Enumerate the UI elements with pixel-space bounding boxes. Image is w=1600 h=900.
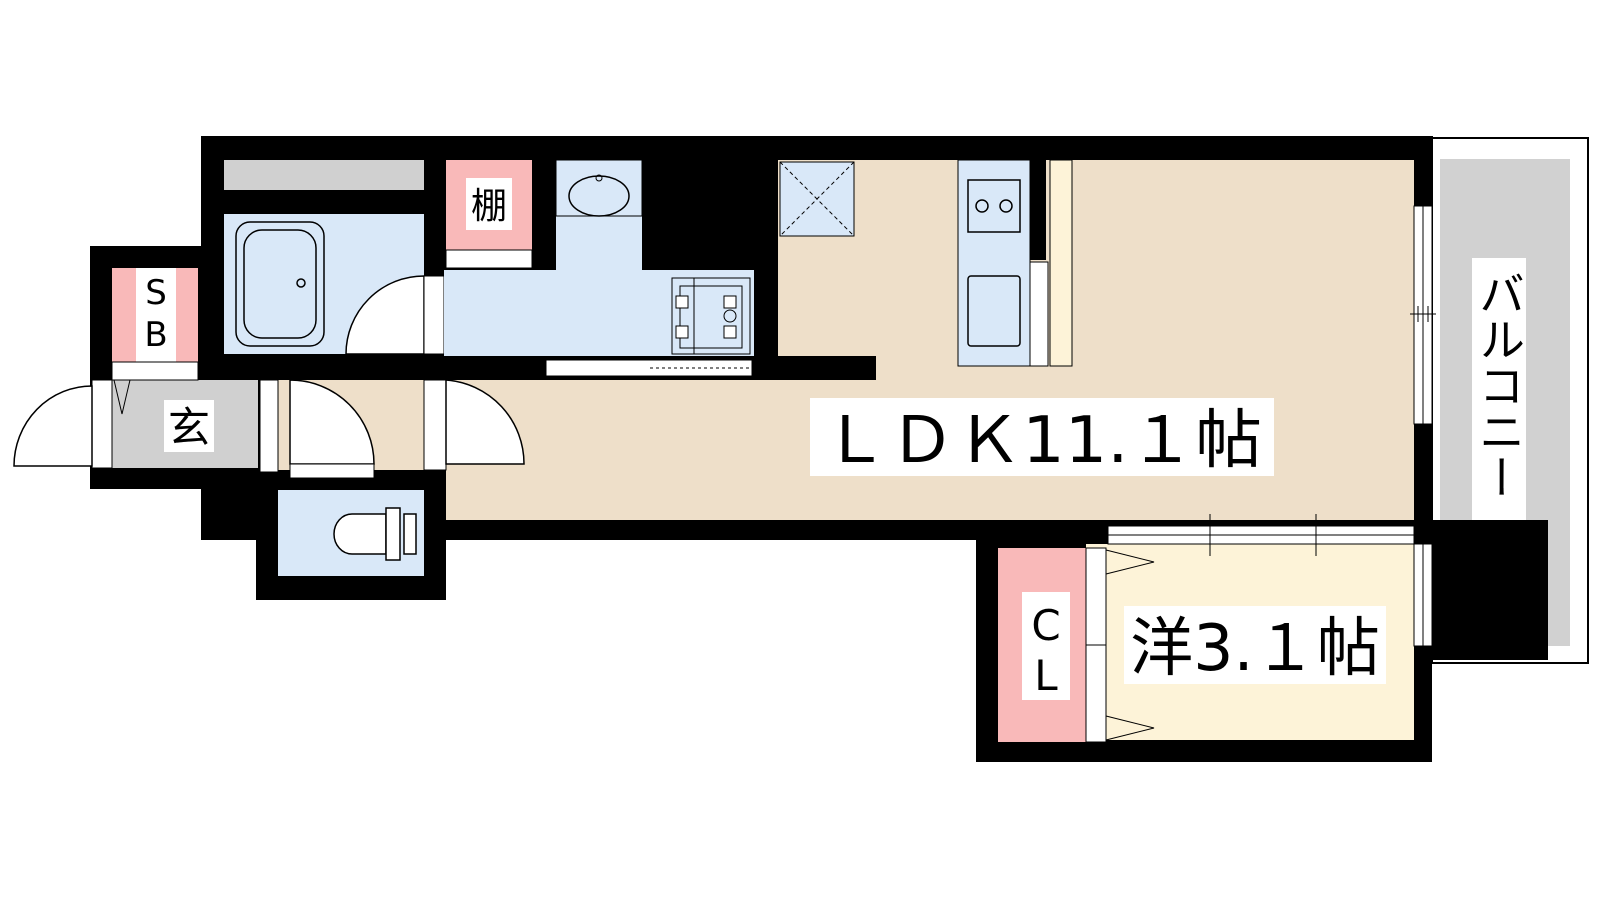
toilet	[333, 513, 387, 555]
toilet-room	[278, 490, 424, 576]
ldk-window	[1410, 205, 1436, 425]
closet-label-bg	[1022, 592, 1070, 700]
counter-edge	[1029, 261, 1049, 367]
ldk-label-bg	[810, 398, 1274, 476]
entrance: 玄	[13, 379, 258, 469]
kitchen-counter	[957, 159, 1031, 367]
ldk-room: ＬＤＫ11.１帖	[278, 159, 1414, 520]
bath-door-swing	[345, 275, 425, 355]
kitchen-wall-stub	[1030, 160, 1046, 260]
kitchen-sink	[967, 275, 1021, 347]
balcony-label-bg	[1472, 258, 1526, 536]
partition-door-track	[545, 359, 753, 377]
entrance-label: 玄	[168, 403, 210, 452]
closet-label-top: C	[1031, 601, 1060, 650]
western-label-bg	[1124, 606, 1386, 684]
washing-machine	[671, 277, 751, 355]
shoebox-label-bg	[136, 268, 176, 362]
shelf-area: 棚	[445, 160, 533, 269]
washroom-floor-upper	[556, 160, 642, 270]
balcony-label: バルコニー	[1472, 270, 1526, 500]
hall-doors	[259, 379, 525, 479]
shelf-label: 棚	[471, 186, 507, 227]
wash-basin	[568, 175, 630, 217]
stove	[967, 179, 1021, 233]
bath-shelf	[224, 160, 424, 190]
shoebox: S B	[111, 268, 199, 415]
ldk-door-swing	[445, 379, 525, 465]
washroom	[444, 159, 754, 356]
western-label: 洋3.１帖	[1130, 612, 1380, 686]
bathroom	[224, 160, 445, 355]
shoebox-label-bottom: B	[144, 315, 167, 355]
bathtub	[235, 221, 325, 347]
western-room: C L 洋3.１帖	[998, 514, 1433, 743]
ldk-label: ＬＤＫ11.１帖	[822, 404, 1262, 478]
toilet-door-swing	[289, 379, 375, 465]
entrance-label-bg	[164, 400, 214, 452]
counter-top	[1049, 159, 1073, 367]
shoebox-label-top: S	[145, 273, 167, 313]
entry-door-swing	[13, 385, 93, 467]
washroom-floor-lower	[444, 270, 754, 356]
closet-label-bottom: L	[1034, 651, 1058, 700]
ldk-floor-upper	[778, 160, 1414, 356]
shelf-label-bg	[466, 178, 512, 230]
